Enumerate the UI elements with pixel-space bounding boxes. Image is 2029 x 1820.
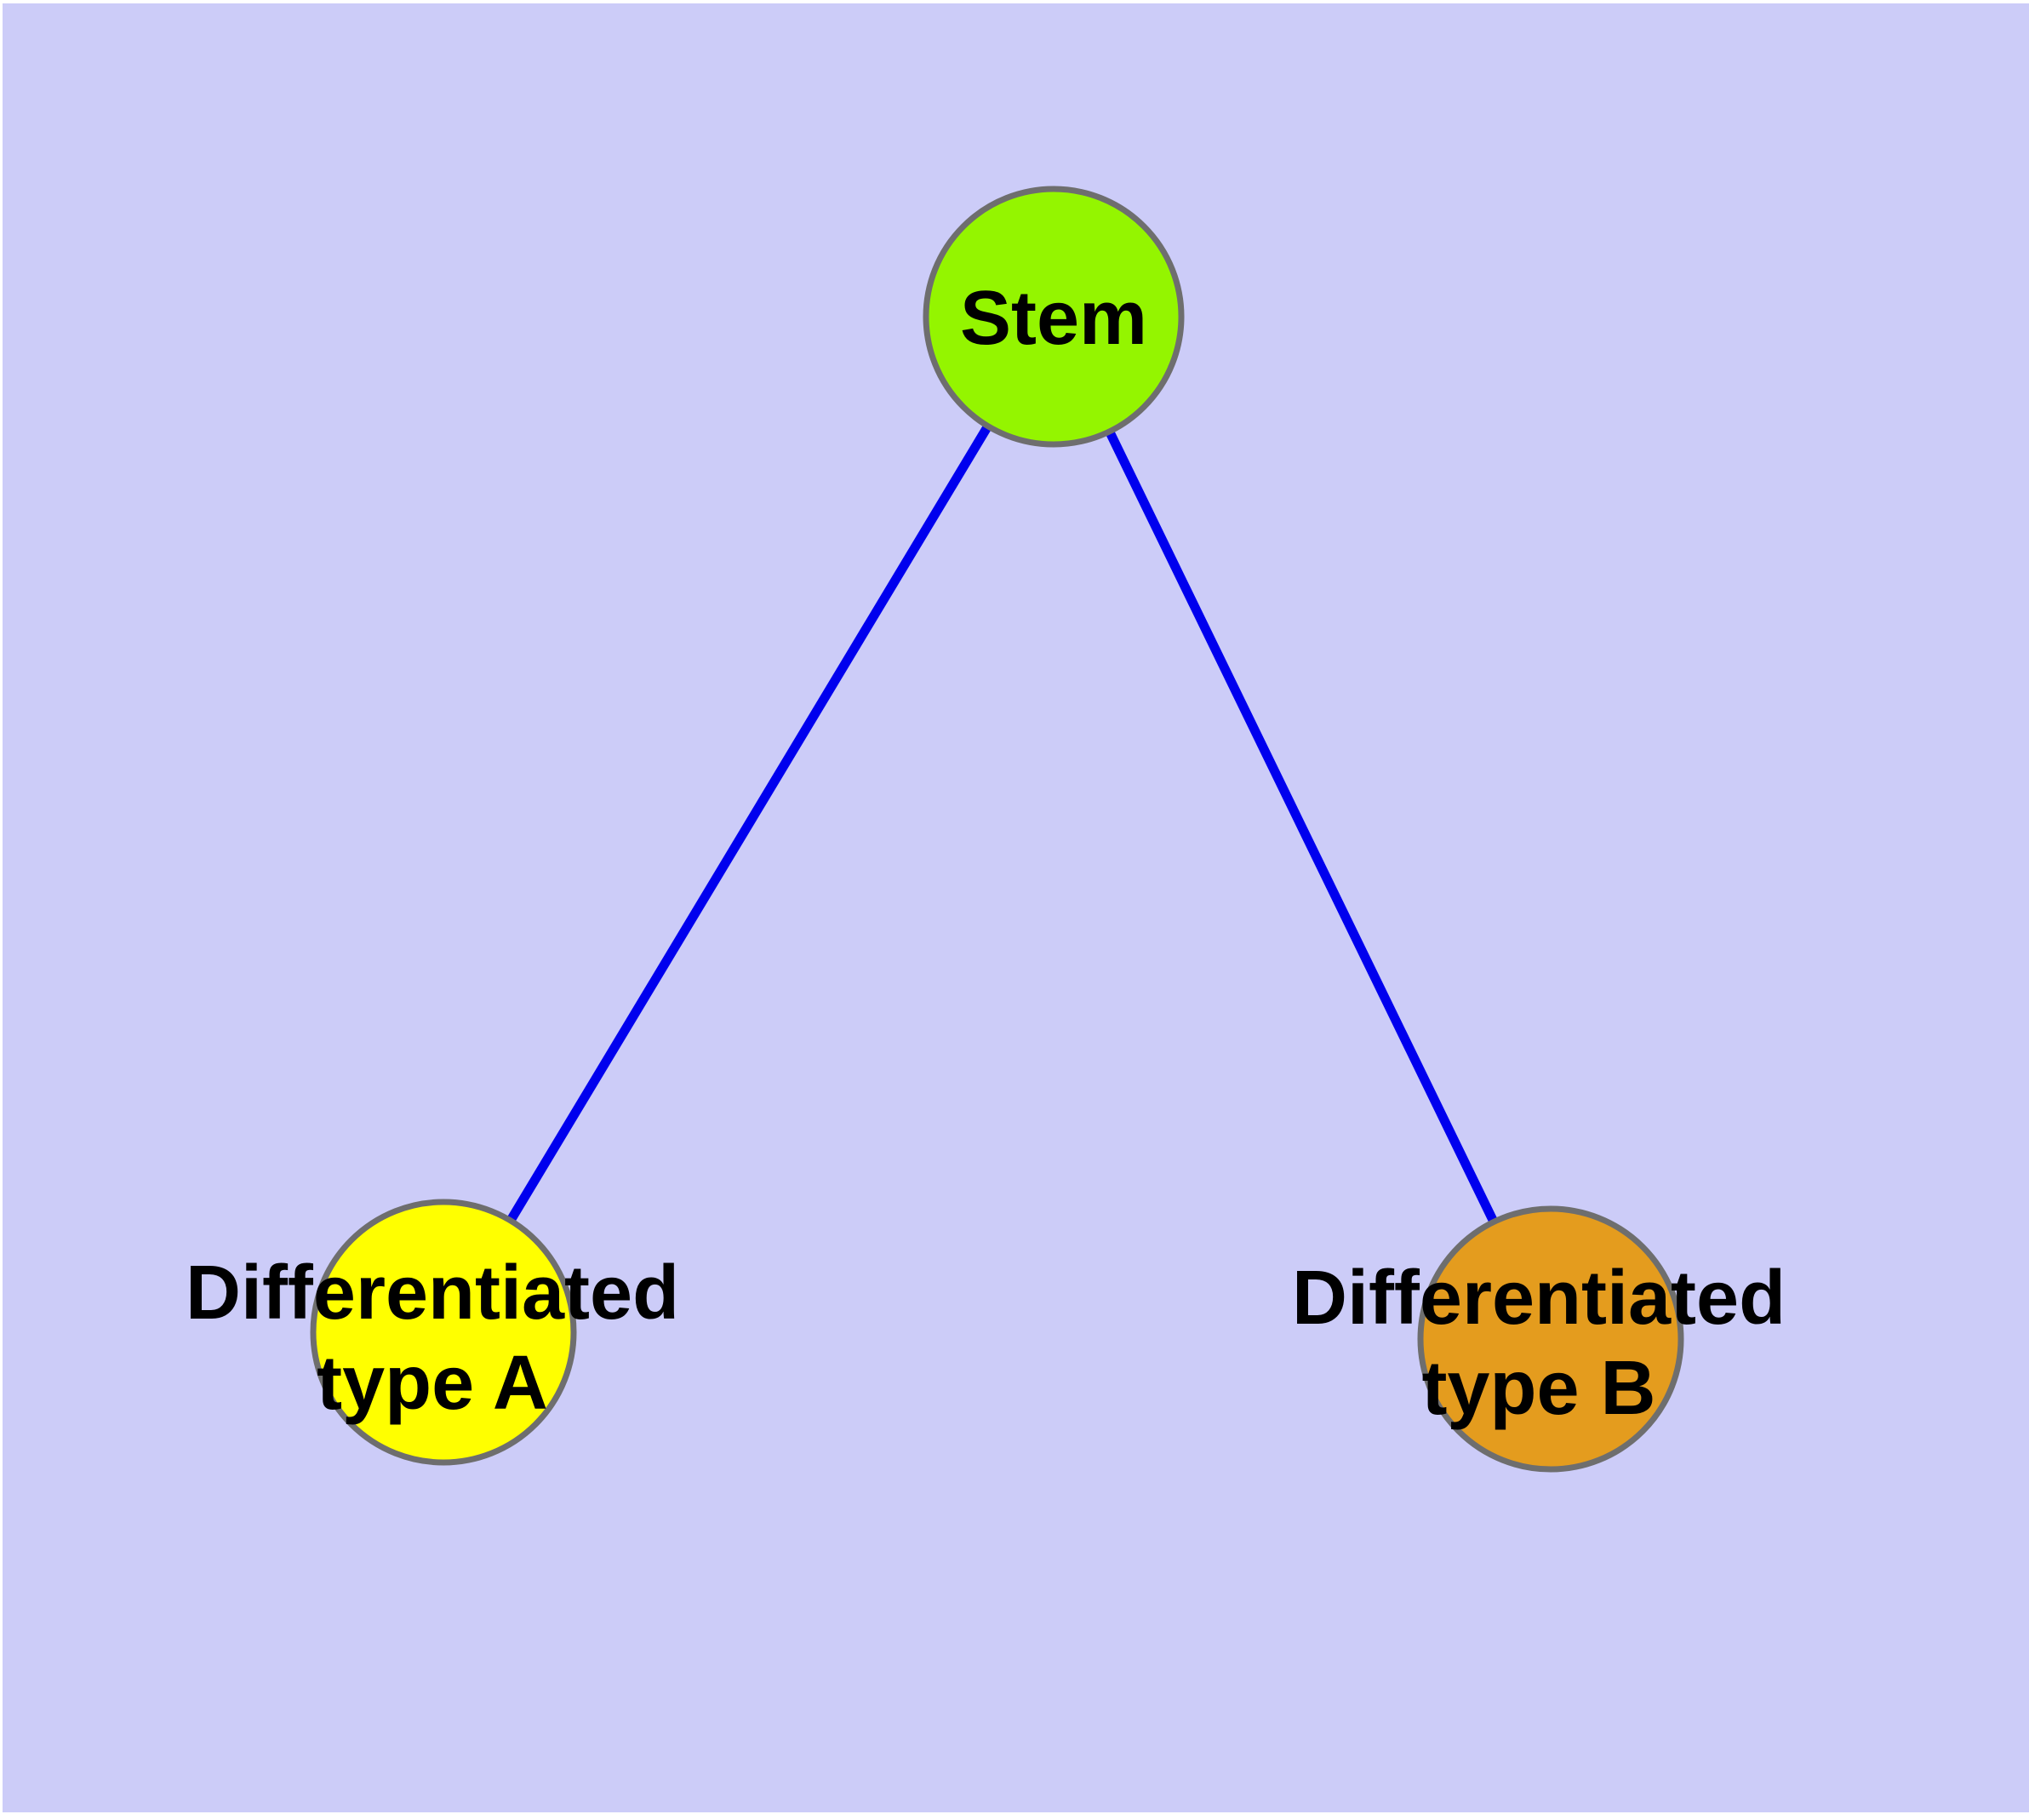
node-type-b-circle: [1417, 1205, 1684, 1473]
edge-stem-to-type-b: [1049, 314, 1555, 1342]
node-type-a-circle: [310, 1199, 577, 1466]
node-stem-circle: [923, 186, 1185, 448]
edge-stem-to-type-a: [439, 314, 1058, 1335]
